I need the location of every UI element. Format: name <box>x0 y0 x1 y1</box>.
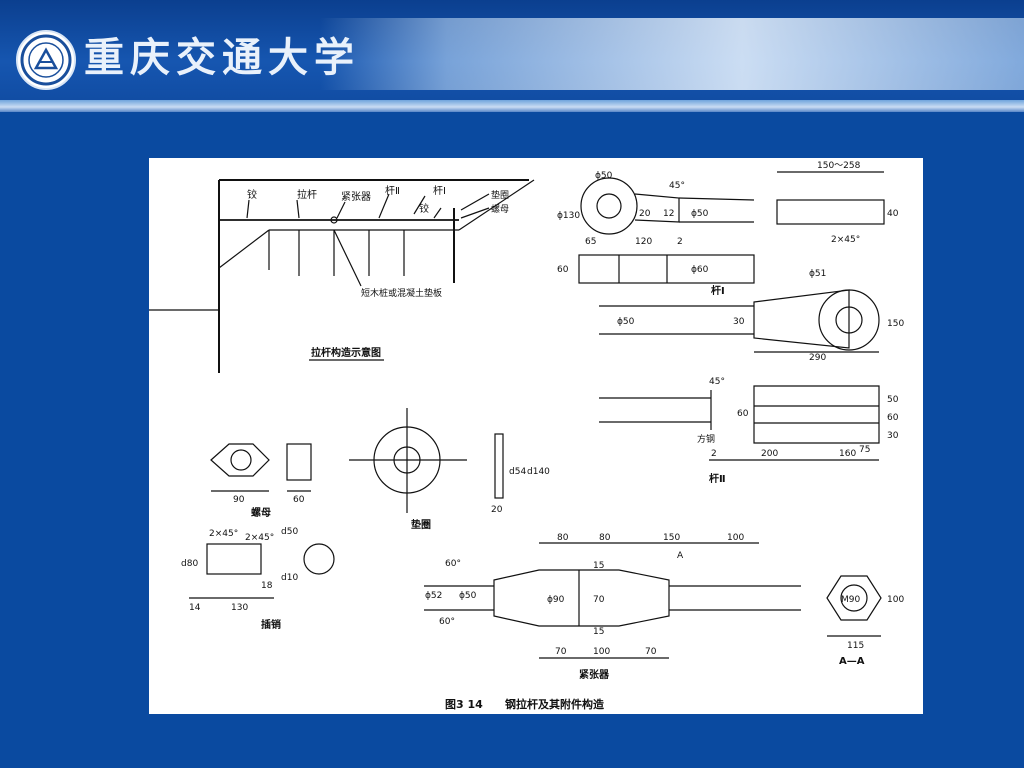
pin-chamfer-2: 2×45° <box>245 533 274 543</box>
pin-chamfer-1: 2×45° <box>209 529 238 539</box>
tb-dim-15b: 15 <box>593 627 604 637</box>
header-sky-band <box>320 18 1024 90</box>
rod2-dim-30: 30 <box>887 431 899 441</box>
rod1-dim-120: 120 <box>635 237 652 247</box>
rod2-label: 杆Ⅱ <box>709 472 726 485</box>
tb-dim-70: 70 <box>593 595 605 605</box>
rod2-dim-160: 160 <box>839 449 856 459</box>
figure-caption: 钢拉杆及其附件构造 <box>505 697 605 711</box>
tb-dim-70b: 70 <box>555 647 567 657</box>
tb-section-width: 115 <box>847 641 864 651</box>
tb-diameter-52: ϕ52 <box>425 591 442 601</box>
rod1-chamfer: 2×45° <box>831 235 860 245</box>
tb-section-diameter: M90 <box>841 595 860 605</box>
rod1-dim-290: 290 <box>809 353 826 363</box>
nut-label: 螺母 <box>251 506 271 519</box>
washer-outer-diameter: d140 <box>527 467 550 477</box>
tb-section-label: A—A <box>839 656 865 667</box>
rod2-dim-60b: 60 <box>887 413 899 423</box>
rod1-length-range: 150～258 <box>817 161 861 171</box>
tb-dim-100b: 100 <box>593 647 610 657</box>
rod1-dim-65: 65 <box>585 237 596 247</box>
rod1-diameter-60: ϕ60 <box>691 265 709 275</box>
tb-diameter-50: ϕ50 <box>459 591 477 601</box>
pin-hole-diameter: d10 <box>281 573 298 583</box>
label-turnbuckle: 紧张器 <box>341 191 371 203</box>
label-rod2: 杆Ⅱ <box>385 185 400 197</box>
turnbuckle-label: 紧张器 <box>579 668 610 681</box>
university-seal-icon <box>16 30 76 90</box>
rod2-angle: 45° <box>709 377 725 387</box>
label-piles: 短木桩或混凝土垫板 <box>361 287 442 299</box>
rod1-dim-20: 20 <box>639 209 651 219</box>
pin-head-diameter: d80 <box>181 559 198 569</box>
rod1-rod-diameter: ϕ50 <box>691 209 709 219</box>
rod1-dim-2: 2 <box>677 237 683 247</box>
rod1-dim-60: 60 <box>557 265 569 275</box>
figure-number: 图3 14 <box>445 698 483 711</box>
nut-width: 90 <box>233 495 245 505</box>
drawing-canvas: 铰 拉杆 紧张器 杆Ⅱ 杆Ⅰ 铰 垫圈 螺母 短木桩或混凝土垫板 拉杆构造示意图… <box>149 161 904 711</box>
university-name: 重庆交通大学 <box>84 34 360 81</box>
engineering-drawing: 铰 拉杆 紧张器 杆Ⅱ 杆Ⅰ 铰 垫圈 螺母 短木桩或混凝土垫板 拉杆构造示意图… <box>149 158 923 714</box>
rod1-eye-diameter: ϕ50 <box>595 171 613 181</box>
tb-section-height: 100 <box>887 595 904 605</box>
header-divider-strip <box>0 100 1024 112</box>
label-tie-rod: 拉杆 <box>297 188 317 201</box>
washer-inner-diameter: d54 <box>509 467 526 477</box>
rod1-outer-diameter: ϕ130 <box>557 211 580 221</box>
washer-thickness: 20 <box>491 505 503 515</box>
nut-thickness: 60 <box>293 495 305 505</box>
label-hinge-right: 铰 <box>419 202 429 215</box>
pin-diameter-50: d50 <box>281 527 298 537</box>
pin-label: 插销 <box>261 618 281 631</box>
rod1-angle: 45° <box>669 181 685 191</box>
pin-dim-130: 130 <box>231 603 248 613</box>
label-washer-top: 垫圈 <box>491 189 509 201</box>
pin-dim-14: 14 <box>189 603 201 613</box>
rod1-dim-30: 30 <box>733 317 745 327</box>
tb-dim-80a: 80 <box>557 533 569 543</box>
label-nut-top: 螺母 <box>491 204 509 215</box>
tb-dim-150: 150 <box>663 533 680 543</box>
rod1-label: 杆Ⅰ <box>711 284 725 297</box>
tb-diameter-90: ϕ90 <box>547 595 565 605</box>
rod1-dim-150: 150 <box>887 319 904 329</box>
washer-label: 垫圈 <box>411 518 431 531</box>
tb-dim-100: 100 <box>727 533 744 543</box>
tb-section-mark: A <box>677 551 684 561</box>
schematic-title: 拉杆构造示意图 <box>311 346 381 359</box>
rod1-rod-diameter-lower: ϕ50 <box>617 317 635 327</box>
rod1-dim-40: 40 <box>887 209 899 219</box>
rod2-dim-2: 2 <box>711 449 717 459</box>
tb-dim-70c: 70 <box>645 647 657 657</box>
tb-dim-15a: 15 <box>593 561 604 571</box>
rod2-dim-200: 200 <box>761 449 778 459</box>
rod2-dim-50: 50 <box>887 395 899 405</box>
tb-angle-bottom: 60° <box>439 617 455 627</box>
rod2-square-steel: 方钢 <box>697 433 715 445</box>
pin-dim-18: 18 <box>261 581 273 591</box>
tb-dim-80b: 80 <box>599 533 611 543</box>
rod1-hole-diameter: ϕ51 <box>809 269 826 279</box>
slide-header: 重庆交通大学 <box>0 0 1024 112</box>
rod2-dim-75: 75 <box>859 445 870 455</box>
tb-angle-top: 60° <box>445 559 461 569</box>
rod1-dim-12: 12 <box>663 209 674 219</box>
rod2-dim-60: 60 <box>737 409 749 419</box>
label-hinge-left: 铰 <box>247 188 257 201</box>
label-rod1: 杆Ⅰ <box>433 185 446 197</box>
